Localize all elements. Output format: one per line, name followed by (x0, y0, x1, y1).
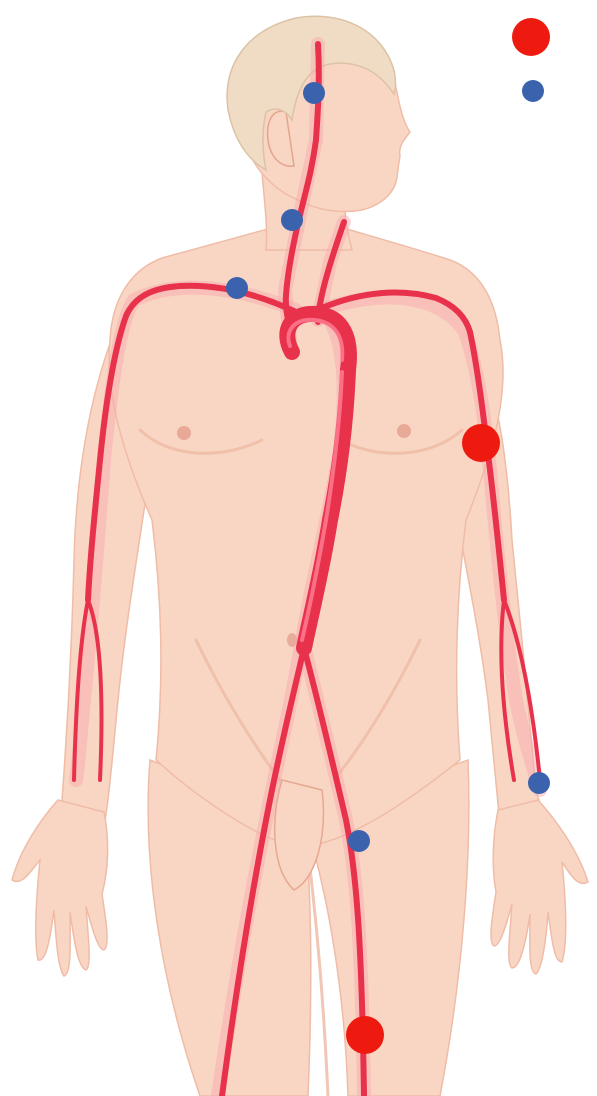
pulse-point-neck (281, 209, 303, 231)
legend-large-red-dot (512, 18, 550, 56)
pulse-point-head (303, 82, 325, 104)
nipple-right (177, 426, 191, 440)
legend (512, 18, 550, 102)
legend-small-blue-dot (522, 80, 544, 102)
nipple-left (397, 424, 411, 438)
pulse-point-wrist (528, 772, 550, 794)
right-hand (12, 800, 108, 976)
pulse-point-groin (348, 830, 370, 852)
pulse-point-upper-arm (462, 424, 500, 462)
left-hand (491, 800, 588, 974)
genitals (275, 780, 324, 890)
pulse-point-thigh (346, 1016, 384, 1054)
pulse-point-shoulder (226, 277, 248, 299)
